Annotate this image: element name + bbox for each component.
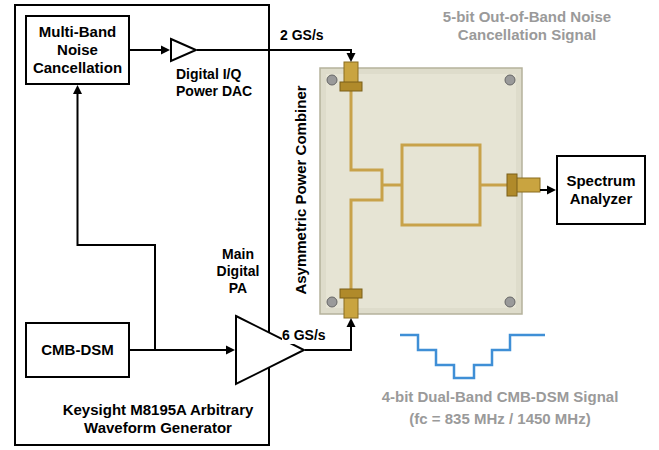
arrowhead: [73, 85, 82, 94]
sma-nut: [340, 82, 362, 91]
box-label: CMB-DSM: [41, 341, 114, 359]
sma-connector: [516, 178, 540, 192]
connector: [540, 186, 556, 195]
box-label: Multi-Band Noise Cancellation: [31, 23, 124, 77]
microstrip-trace: [480, 184, 508, 187]
amplifier-symbol: Digital I/Q Power DAC: [170, 38, 197, 62]
screw: [505, 75, 515, 85]
instrument-frame: Keysight M8195A Arbitrary Waveform Gener…: [14, 4, 270, 446]
arrowhead: [347, 53, 356, 62]
microstrip-trace: [382, 184, 402, 187]
frame-title: Keysight M8195A Arbitrary Waveform Gener…: [48, 401, 268, 437]
triangle-outline: [170, 38, 197, 62]
microstrip-ring: [402, 145, 480, 225]
rate-label: 6 GS/s: [282, 327, 326, 344]
screw: [327, 297, 337, 307]
process-box: CMB-DSM: [25, 322, 130, 378]
combiner-board: Asymmetric Power Combiner: [318, 62, 540, 318]
screw: [327, 75, 337, 85]
connector-line: [197, 50, 351, 53]
amplifier-label: Main Digital PA: [206, 246, 270, 296]
connector: [197, 50, 356, 62]
arrowhead: [347, 318, 356, 327]
sma-connector: [344, 296, 358, 318]
connector-line: [540, 189, 547, 191]
step-waveform: [400, 335, 545, 378]
box-label: Spectrum Analyzer: [562, 172, 640, 208]
amplifier-symbol: Main Digital PA: [235, 315, 305, 385]
signal-note: 4-bit Dual-Band CMB-DSM Signal: [365, 388, 635, 406]
signal-note: 5-bit Out-of-Band Noise Cancellation Sig…: [422, 8, 632, 44]
connector: [73, 85, 155, 350]
screw: [505, 297, 515, 307]
pcb-surface: [326, 74, 516, 308]
process-box: Multi-Band Noise Cancellation: [25, 15, 130, 85]
connector: [130, 46, 170, 55]
connector-line: [78, 94, 156, 350]
sma-connector: [344, 62, 358, 84]
rate-label: 2 GS/s: [280, 27, 324, 44]
triangle-outline: [235, 315, 305, 385]
arrowhead: [547, 186, 556, 195]
sma-nut: [507, 174, 517, 196]
amplifier-label: Digital I/Q Power DAC: [176, 66, 256, 100]
microstrip-trace: [351, 90, 382, 294]
triangle-shape: [171, 39, 196, 61]
pcb-board: [320, 68, 522, 314]
signal-note: (fc = 835 MHz / 1450 MHz): [365, 410, 635, 428]
rotated-label: Asymmetric Power Combiner: [291, 85, 309, 294]
arrowhead: [226, 346, 235, 355]
arrowhead: [161, 46, 170, 55]
sma-nut: [340, 289, 362, 298]
instrument-box: Spectrum Analyzer: [556, 155, 646, 225]
connector-line: [130, 49, 161, 51]
